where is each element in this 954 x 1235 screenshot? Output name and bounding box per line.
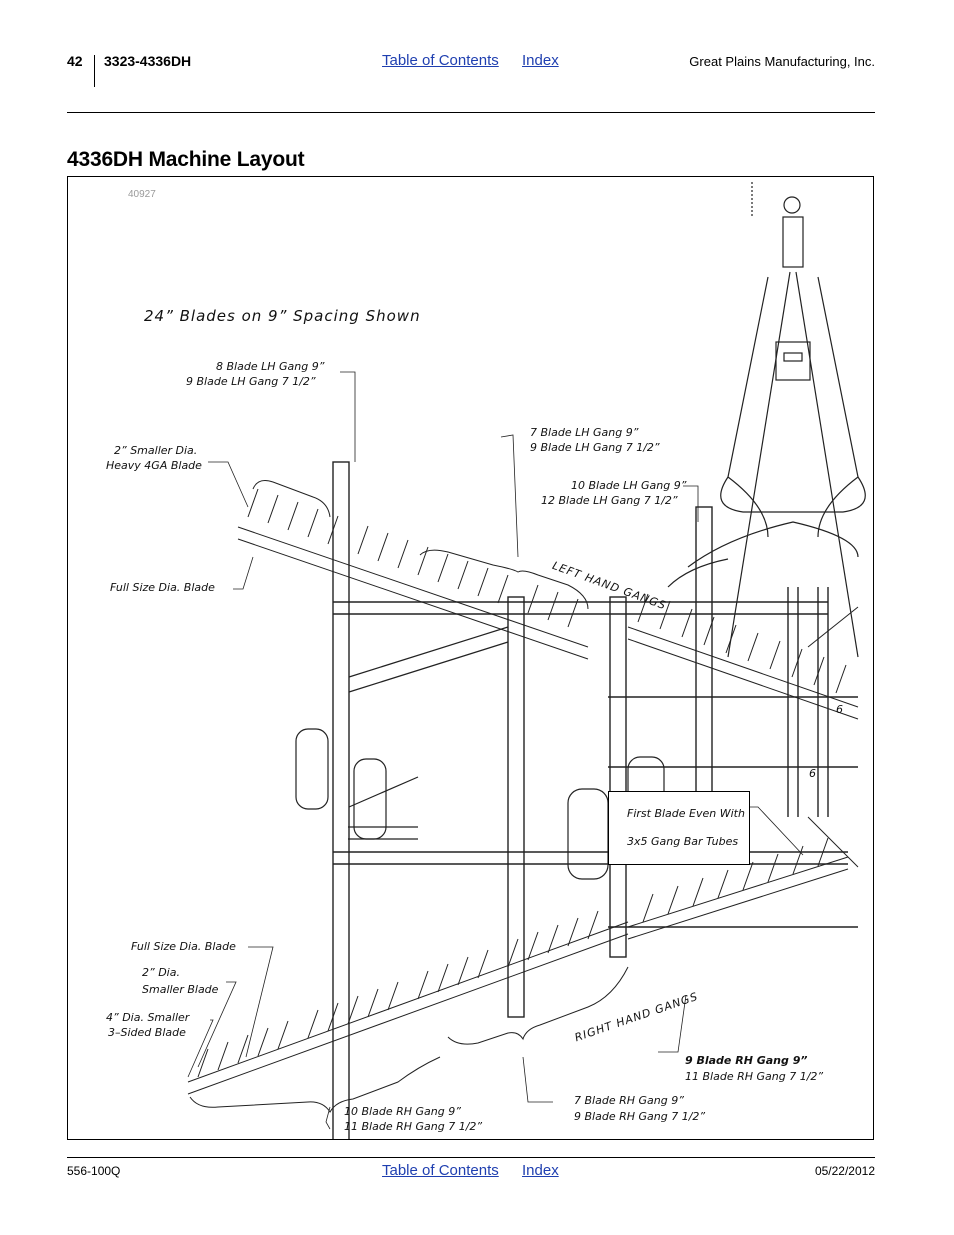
model-number: 3323-4336DH bbox=[104, 53, 192, 69]
main-frame bbox=[332, 461, 858, 1139]
callout-lh-gang-mid-1: 7 Blade LH Gang 9” bbox=[530, 426, 639, 439]
callout-lh-gang-right-1: 10 Blade LH Gang 9” bbox=[571, 479, 687, 492]
callout-dia4-1: 4” Dia. Smaller bbox=[106, 1011, 190, 1024]
callout-lh-gang-top-1: 8 Blade LH Gang 9” bbox=[216, 360, 325, 373]
header-toc-link[interactable]: Table of Contents bbox=[382, 52, 499, 69]
footer-index-link[interactable]: Index bbox=[522, 1162, 559, 1179]
lh-gang-front bbox=[237, 488, 589, 660]
footer-toc-link[interactable]: Table of Contents bbox=[382, 1162, 499, 1179]
callout-rh-left-1: 10 Blade RH Gang 9” bbox=[344, 1105, 461, 1118]
frame-braces bbox=[348, 626, 509, 808]
page-title: 4336DH Machine Layout bbox=[67, 148, 305, 171]
page-number: 42 bbox=[67, 53, 83, 69]
callout-lh-gang-top-2: 9 Blade LH Gang 7 1/2” bbox=[186, 375, 316, 388]
callout-rh-mid-1: 7 Blade RH Gang 9” bbox=[574, 1094, 684, 1107]
callout-number-6b: 6 bbox=[809, 767, 816, 780]
callout-first-blade-1: First Blade Even With bbox=[627, 807, 745, 820]
lh-gang-rear bbox=[627, 593, 859, 868]
callout-rh-right-2: 11 Blade RH Gang 7 1/2” bbox=[685, 1070, 824, 1083]
callout-rh-left-2: 11 Blade RH Gang 7 1/2” bbox=[344, 1120, 483, 1133]
callout-smaller-dia-2: Heavy 4GA Blade bbox=[106, 459, 202, 472]
callout-rh-right-1: 9 Blade RH Gang 9” bbox=[685, 1054, 808, 1067]
figure-id: 40927 bbox=[128, 189, 156, 200]
leader-lines bbox=[187, 371, 804, 1130]
machine-layout-figure: 40927 24” Blades on 9” Spacing Shown 8 B… bbox=[67, 176, 874, 1140]
figure-heading: 24” Blades on 9” Spacing Shown bbox=[144, 307, 421, 325]
footer-rule bbox=[67, 1157, 875, 1158]
header-index-link[interactable]: Index bbox=[522, 52, 559, 69]
header-rule bbox=[67, 112, 875, 113]
callout-smaller-dia-1: 2” Smaller Dia. bbox=[114, 444, 198, 457]
callout-lh-gang-right-2: 12 Blade LH Gang 7 1/2” bbox=[541, 494, 678, 507]
header-divider bbox=[94, 55, 95, 87]
callout-full-size-bottom: Full Size Dia. Blade bbox=[131, 940, 236, 953]
callout-full-size-top: Full Size Dia. Blade bbox=[110, 581, 215, 594]
revision-date: 05/22/2012 bbox=[814, 1164, 875, 1178]
callout-number-6a: 6 bbox=[836, 703, 843, 716]
callout-first-blade-2: 3x5 Gang Bar Tubes bbox=[627, 835, 739, 848]
machine-layout-drawing bbox=[187, 182, 866, 1139]
callout-lh-gang-mid-2: 9 Blade LH Gang 7 1/2” bbox=[530, 441, 660, 454]
hitch-assembly bbox=[667, 182, 866, 658]
document-number: 556-100Q bbox=[67, 1164, 121, 1178]
callout-first-blade: First Blade Even With 3x5 Gang Bar Tubes bbox=[608, 791, 750, 865]
rh-gang-rear bbox=[187, 910, 629, 1095]
callout-dia4-2: 3–Sided Blade bbox=[108, 1026, 186, 1039]
gang-brackets bbox=[189, 480, 629, 1113]
callout-dia2-2: Smaller Blade bbox=[142, 983, 219, 996]
rh-gang-front bbox=[627, 837, 849, 940]
callout-dia2-1: 2” Dia. bbox=[142, 966, 180, 979]
callout-rh-mid-2: 9 Blade RH Gang 7 1/2” bbox=[574, 1110, 706, 1123]
company-name: Great Plains Manufacturing, Inc. bbox=[689, 54, 875, 69]
